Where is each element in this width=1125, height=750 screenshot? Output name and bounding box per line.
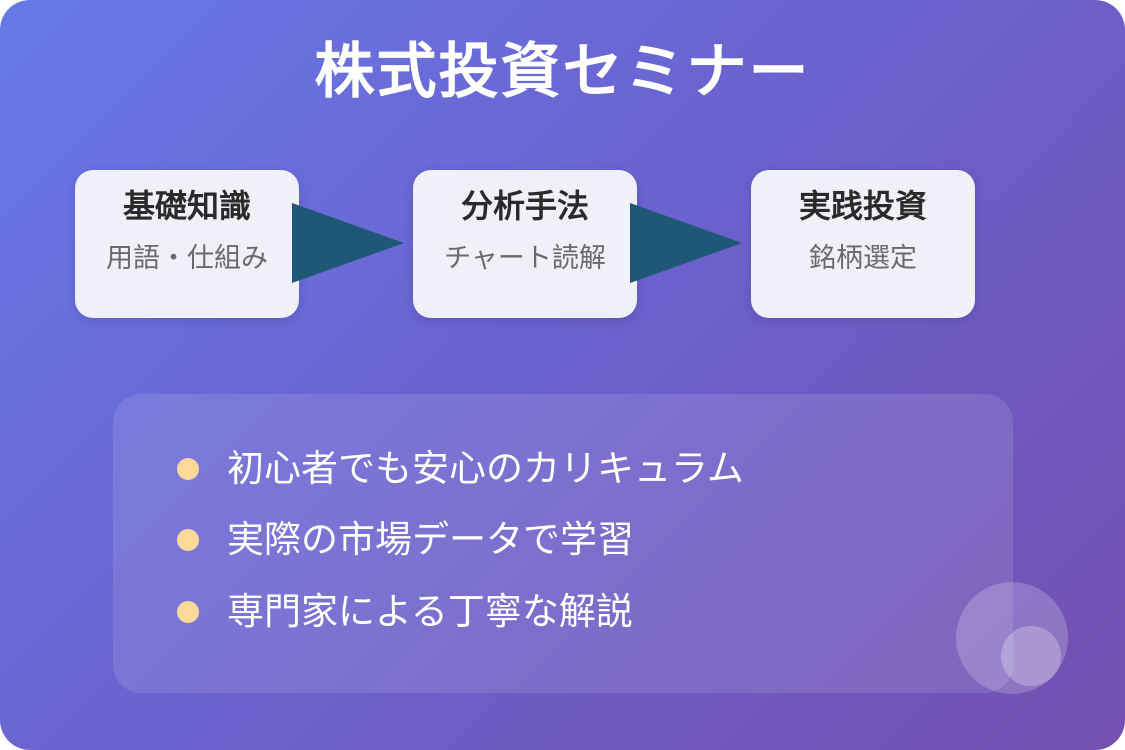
step-card-analysis: 分析手法 チャート読解 [413,170,637,318]
feature-text: 実際の市場データで学習 [227,518,634,561]
step-subtitle: チャート読解 [444,243,606,274]
arrow-right-icon [630,203,742,283]
arrow-right-icon [292,203,404,283]
feature-item: 実際の市場データで学習 [177,510,634,570]
step-title: 基礎知識 [122,187,251,225]
bullet-dot-icon [177,601,199,623]
step-card-practice: 実践投資 銘柄選定 [751,170,975,318]
step-title: 分析手法 [460,187,589,225]
feature-text: 初心者でも安心のカリキュラム [227,447,744,490]
step-subtitle: 用語・仕組み [106,243,268,274]
feature-item: 専門家による丁寧な解説 [177,582,633,642]
feature-text: 専門家による丁寧な解説 [227,590,633,633]
decorative-circle-small [1001,626,1061,686]
feature-item: 初心者でも安心のカリキュラム [177,439,744,499]
features-panel: 初心者でも安心のカリキュラム 実際の市場データで学習 専門家による丁寧な解説 [113,394,1013,693]
step-subtitle: 銘柄選定 [809,243,917,274]
step-title: 実践投資 [798,187,927,225]
decorative-circle-large [956,582,1068,694]
bullet-dot-icon [177,529,199,551]
step-card-basics: 基礎知識 用語・仕組み [75,170,299,318]
bullet-dot-icon [177,458,199,480]
slide-title: 株式投資セミナー [314,37,811,107]
